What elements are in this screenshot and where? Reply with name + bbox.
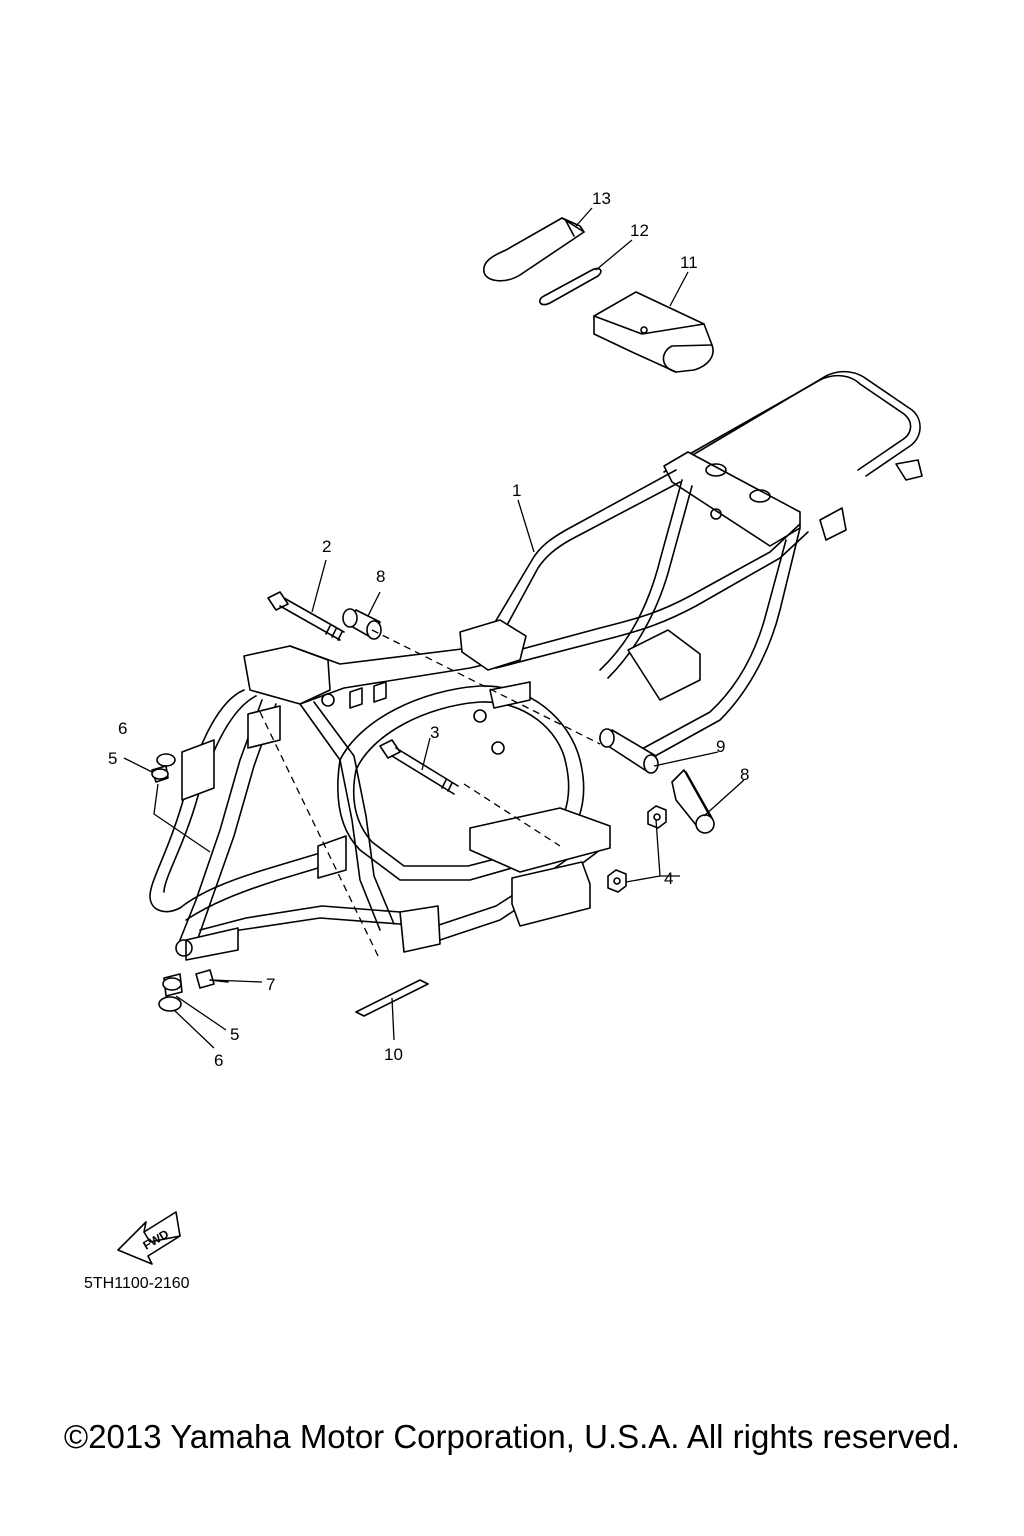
copyright-notice: ©2013 Yamaha Motor Corporation, U.S.A. A…: [63, 1418, 961, 1455]
part-8-collar-right: [671, 769, 715, 834]
fwd-arrow-icon: FWD: [117, 1211, 181, 1265]
part-3-bolt: [379, 739, 459, 795]
part-1-main-frame: [149, 370, 923, 961]
part-5-grommet-upper: [151, 765, 169, 783]
part-6-o-ring-upper: [156, 753, 176, 767]
callout-13: 13: [592, 189, 611, 208]
callout-4: 4: [664, 869, 673, 888]
callout-10: 10: [384, 1045, 403, 1064]
callout-9: 9: [716, 737, 725, 756]
callout-8-right: 8: [740, 765, 749, 784]
callout-11: 11: [680, 253, 698, 272]
callout-7: 7: [266, 975, 275, 994]
part-7-bolt: [195, 969, 229, 989]
part-5-grommet-lower: [162, 973, 183, 997]
part-6-o-ring-lower: [158, 996, 182, 1012]
part-4-nut-lower: [607, 869, 627, 893]
part-11-tool-bag: [593, 291, 714, 373]
callout-8-upper: 8: [376, 567, 385, 586]
callout-3: 3: [430, 723, 439, 742]
callout-6-upper: 6: [118, 719, 127, 738]
part-8-collar-upper: [342, 608, 382, 640]
callout-12: 12: [630, 221, 649, 240]
part-2-bolt: [267, 591, 345, 641]
assembly-lines: [259, 629, 601, 961]
diagram-code: 5TH1100-2160: [84, 1275, 190, 1292]
callout-5-upper: 5: [108, 749, 117, 768]
callout-5-lower: 5: [230, 1025, 239, 1044]
callouts: 1 2 3 4 5 5 6 6 7 8 8 9 10 11 12 13: [108, 189, 749, 1070]
callout-2: 2: [322, 537, 331, 556]
part-4-nut-upper: [647, 805, 667, 829]
callout-6-lower: 6: [214, 1051, 223, 1070]
callout-1: 1: [512, 481, 521, 500]
part-12-band: [538, 267, 602, 306]
part-13-tool-strap: [482, 217, 585, 282]
part-9-collar: [599, 728, 659, 774]
leader-lines: [123, 207, 745, 1049]
